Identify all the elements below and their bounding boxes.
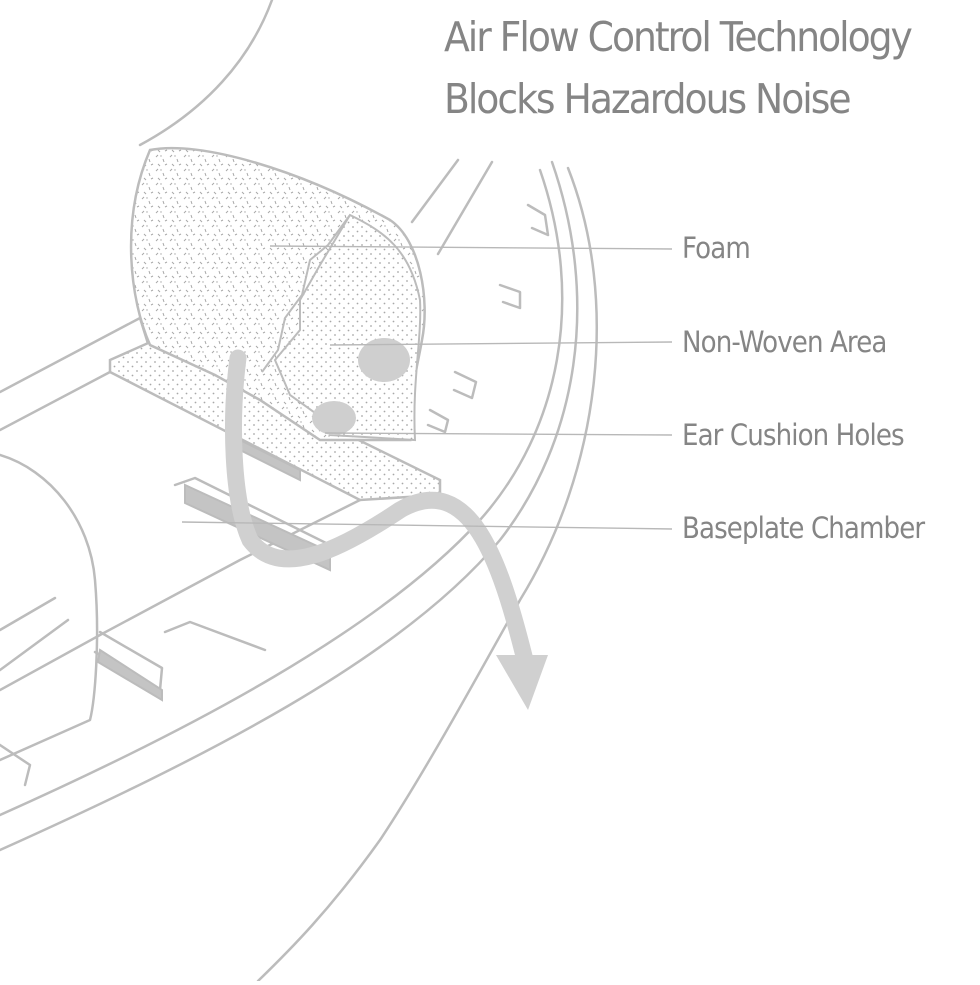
earcup-outer-shell — [256, 166, 598, 983]
airflow-arrow-path — [225, 349, 534, 669]
title-line-2: Blocks Hazardous Noise — [444, 75, 852, 123]
baseplate-step — [173, 476, 332, 547]
leader-line-foam — [269, 245, 673, 250]
label-baseplate-chamber: Baseplate Chamber — [682, 511, 925, 545]
earcup-rim-inner — [0, 168, 564, 817]
motion-line-2 — [436, 160, 494, 256]
baseplate-rail-2 — [96, 648, 163, 702]
title-line-1: Air Flow Control Technology — [444, 13, 913, 61]
baseplate-slot-2 — [163, 620, 267, 652]
leader-line-baseplate-chamber — [181, 521, 673, 530]
label-foam: Foam — [682, 231, 751, 265]
airflow-arrow-head — [496, 655, 548, 710]
baseplate-rail-1 — [184, 483, 331, 572]
leader-line-ear-cushion-holes — [324, 432, 673, 436]
rim-notch-3 — [452, 370, 478, 400]
cushion-line-1 — [0, 596, 57, 632]
headband-curve — [138, 0, 274, 147]
rim-notch-2 — [498, 283, 522, 310]
label-ear-cushion-holes: Ear Cushion Holes — [682, 418, 905, 452]
label-non-woven-area: Non-Woven Area — [682, 325, 887, 359]
baseplate-slot-3 — [0, 743, 32, 787]
rim-notch-4 — [426, 408, 450, 434]
rim-notch-1 — [526, 203, 550, 237]
foam-tear-edge — [261, 214, 351, 373]
cushion-line-2 — [0, 618, 70, 672]
leader-line-non-woven — [329, 341, 673, 346]
non-woven-spot — [358, 338, 410, 382]
motion-line-1 — [410, 158, 460, 224]
ear-cushion-hole — [312, 401, 356, 435]
inner-cushion — [0, 453, 99, 762]
